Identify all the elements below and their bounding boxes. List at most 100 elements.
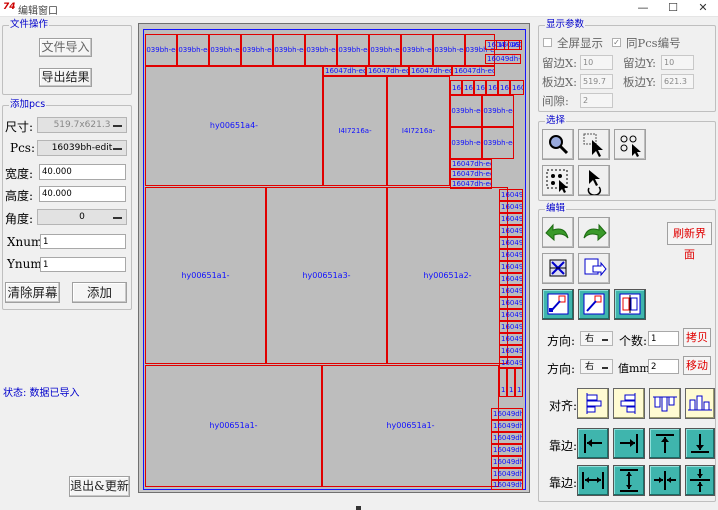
pcs-piece[interactable]: 16049dh-ed	[499, 285, 523, 297]
pcs-piece[interactable]: 16049dh-ed	[499, 357, 523, 369]
pcs-piece[interactable]: 16049dh-ed	[491, 408, 523, 420]
align-left-button[interactable]	[577, 388, 609, 419]
edge-left-button[interactable]	[577, 428, 609, 459]
pcs-piece[interactable]: 16047dh-ed	[450, 179, 492, 189]
pcs-combo[interactable]: 16039bh-edit	[37, 140, 127, 156]
direction-combo-1[interactable]: 右	[580, 331, 613, 346]
pcs-piece[interactable]: 16039bh-edit	[305, 34, 337, 66]
pcs-piece[interactable]: 16049dh-ed	[499, 309, 523, 321]
pcs-piece[interactable]: 16049dh-ed	[485, 54, 521, 64]
pcs-piece[interactable]: 16043dh-ed	[485, 40, 505, 50]
ynum-input[interactable]: 1	[40, 257, 126, 272]
board-x-input[interactable]: 519.7	[580, 74, 613, 89]
stretch-vertical-button[interactable]	[613, 465, 645, 496]
pcs-piece[interactable]: hy00651a2-	[387, 187, 508, 364]
pcs-piece[interactable]: I4I7216a-	[387, 76, 450, 186]
edge-bottom-button[interactable]	[685, 428, 715, 459]
pcs-piece[interactable]: hy00651a1-	[145, 365, 322, 487]
edge-top-button[interactable]	[649, 428, 681, 459]
pcs-piece[interactable]: 16049dh-ed	[491, 468, 523, 480]
same-pcs-checkbox[interactable]: ✓	[612, 38, 621, 47]
rotate-select-button[interactable]	[578, 165, 610, 196]
pcs-piece[interactable]: 16039bh-edit	[177, 34, 209, 66]
pcs-piece[interactable]: 16067dh-ed	[499, 367, 507, 397]
pcs-piece[interactable]: 16047dh-ed	[366, 66, 409, 76]
pcs-piece[interactable]: 16039bh-edit	[486, 80, 498, 95]
export-button[interactable]: 导出结果	[39, 68, 92, 87]
direction-combo-2[interactable]: 右	[580, 359, 613, 374]
pcs-piece[interactable]: 16049dh-ed	[499, 321, 523, 333]
move-up-right-button[interactable]	[578, 289, 610, 320]
move-button[interactable]: 移动	[683, 356, 711, 375]
height-input[interactable]: 40.000	[39, 186, 126, 202]
pcs-piece[interactable]: I4I7216a-	[323, 76, 387, 186]
pcs-piece[interactable]: 16039bh-edit	[273, 34, 305, 66]
stretch-horizontal-button[interactable]	[577, 465, 609, 496]
pcs-piece[interactable]: 16039bh-edit	[401, 34, 433, 66]
board-y-input[interactable]: 621.3	[661, 74, 694, 89]
pcs-piece[interactable]: 16049dh-ed	[499, 237, 523, 249]
pcs-piece[interactable]: 16049dh-ed	[499, 333, 523, 345]
margin-x-input[interactable]: 10	[580, 55, 613, 70]
pcs-piece[interactable]: 16039bh-edit	[482, 95, 514, 127]
pcs-piece[interactable]: 16039bh-edit	[510, 80, 524, 95]
pcs-piece[interactable]: 16039bh-edit	[241, 34, 273, 66]
pcs-piece[interactable]: 16049dh-ed	[491, 444, 523, 456]
swap-pieces-button[interactable]	[614, 289, 646, 320]
pcs-piece[interactable]: 16049dh-ed	[499, 273, 523, 285]
align-bottom-button[interactable]	[685, 388, 715, 419]
pcs-piece[interactable]: 16049dh-ed	[499, 189, 523, 201]
rotate-right-button[interactable]	[578, 217, 610, 248]
pcs-piece[interactable]: 16049dh-ed	[499, 249, 523, 261]
pcs-piece[interactable]: 16049dh-ed	[499, 213, 523, 225]
pcs-piece[interactable]: hy00651a1-	[145, 187, 266, 364]
add-button[interactable]: 添加	[72, 282, 127, 303]
minimize-button[interactable]: —	[637, 1, 649, 14]
size-combo[interactable]: 519.7x621.3	[37, 117, 127, 133]
pcs-piece[interactable]: 16039bh-edit	[482, 127, 514, 159]
pcs-piece[interactable]: hy00651a1-	[322, 365, 499, 487]
rotate-left-button[interactable]	[542, 217, 574, 248]
pcs-piece[interactable]: 16039bh-edit	[465, 34, 495, 66]
select-box-button[interactable]	[542, 165, 574, 196]
align-right-button[interactable]	[613, 388, 645, 419]
value-mm-input[interactable]: 2	[648, 359, 679, 374]
pcs-piece[interactable]: 16049dh-ed	[491, 456, 523, 468]
center-vertical-button[interactable]	[685, 465, 715, 496]
align-top-button[interactable]	[649, 388, 681, 419]
pcs-piece[interactable]: 16047dh-ed	[452, 66, 495, 76]
pcs-piece[interactable]: 16047dh-ed	[450, 159, 492, 169]
pcs-piece[interactable]: 16047dh-ed	[323, 66, 366, 76]
pcs-piece[interactable]: 16039bh-edit	[369, 34, 401, 66]
select-multi-button[interactable]	[614, 129, 646, 160]
pcs-piece[interactable]: 16049dh-ed	[499, 201, 523, 213]
pcs-piece[interactable]: 16039bh-edit	[450, 80, 462, 95]
count-input[interactable]: 1	[648, 331, 679, 346]
pcs-piece[interactable]: 16039bh-edit	[498, 80, 510, 95]
pcs-piece[interactable]: 16049dh-ed	[491, 432, 523, 444]
pcs-piece[interactable]: 16049dh-ed	[499, 297, 523, 309]
copy-piece-button[interactable]	[578, 253, 610, 284]
pcs-piece[interactable]: 16039bh-edit	[474, 80, 486, 95]
refresh-button[interactable]: 刷新界面	[667, 222, 712, 261]
resize-handle[interactable]	[356, 506, 361, 510]
pcs-piece[interactable]: 16049dh-ed	[499, 345, 523, 357]
pcs-piece[interactable]: 16067dh-ed	[507, 367, 515, 397]
pcs-piece[interactable]: 16067dh-ed	[515, 367, 523, 397]
zoom-tool-button[interactable]	[542, 129, 574, 160]
delete-piece-button[interactable]	[542, 253, 574, 284]
pcs-piece[interactable]: 16039bh-edit	[145, 34, 177, 66]
pcs-piece[interactable]: 16049dh-ed	[491, 480, 523, 490]
import-button[interactable]: 文件导入	[39, 38, 92, 57]
maximize-button[interactable]: ☐	[668, 1, 678, 14]
close-button[interactable]: ✕	[698, 1, 708, 14]
center-horizontal-button[interactable]	[649, 465, 681, 496]
copy-button[interactable]: 拷贝	[683, 328, 711, 347]
exit-update-button[interactable]: 退出&更新	[69, 476, 130, 497]
pcs-piece[interactable]: 16047dh-ed	[409, 66, 452, 76]
edge-right-button[interactable]	[613, 428, 645, 459]
width-input[interactable]: 40.000	[39, 164, 126, 180]
pcs-piece[interactable]: 16049dh-ed	[491, 420, 523, 432]
pcs-piece[interactable]: 16039bh-edit	[433, 34, 465, 66]
pcs-piece[interactable]: 16049dh-ed	[499, 225, 523, 237]
